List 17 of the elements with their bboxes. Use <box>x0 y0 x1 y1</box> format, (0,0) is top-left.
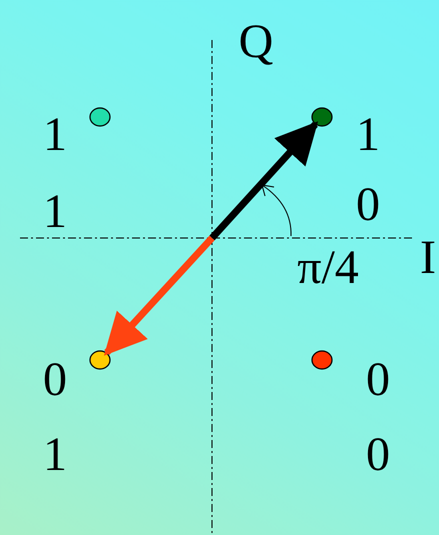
arrow <box>104 236 215 356</box>
bit-label: 0 <box>366 431 390 479</box>
constellation-point <box>89 107 111 127</box>
constellation-point <box>311 107 333 127</box>
axis-label: I <box>420 234 436 282</box>
bit-label: 0 <box>356 181 380 229</box>
axis-label: Q <box>238 18 274 66</box>
angle-label: π/4 <box>297 244 359 292</box>
bit-label: 0 <box>366 356 390 404</box>
bit-label: 0 <box>43 356 67 404</box>
constellation-point <box>311 350 333 370</box>
bit-label: 1 <box>43 188 67 236</box>
constellation-point <box>89 350 111 370</box>
bit-label: 1 <box>356 111 380 159</box>
bit-label: 1 <box>43 111 67 159</box>
arrow <box>209 121 318 240</box>
bit-label: 1 <box>43 431 67 479</box>
